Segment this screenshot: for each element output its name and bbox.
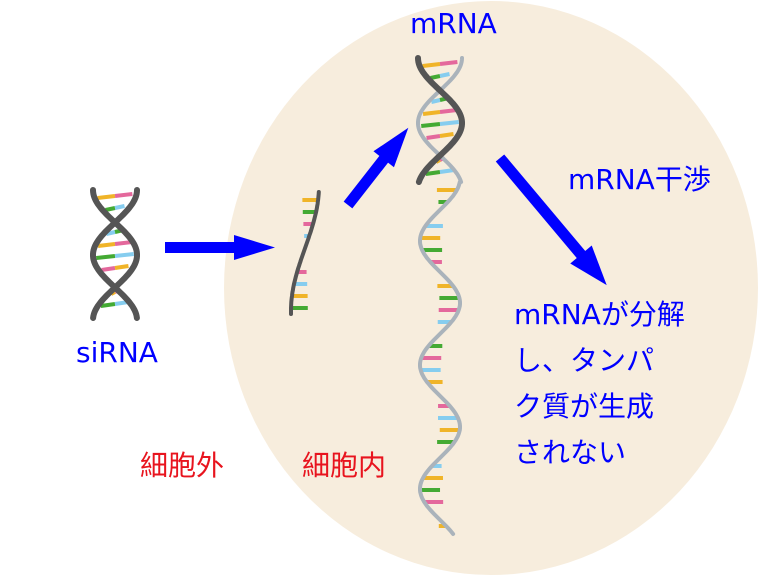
outcome-line: mRNAが分解 [514, 298, 685, 331]
strand [415, 55, 465, 185]
base-pair [421, 122, 441, 128]
base-pair [439, 108, 458, 114]
sirna-single-strand-icon [289, 190, 321, 316]
outcome-text: mRNAが分解 し、タンパ ク質が生成 されない [514, 292, 685, 476]
arrow-sirna-to-cell [165, 235, 275, 260]
base-pair [101, 266, 116, 272]
strand [418, 180, 462, 536]
arrow-mrna-degradation [495, 154, 607, 286]
base-pair [114, 264, 129, 270]
base-pair [439, 132, 454, 138]
base-pair [439, 72, 450, 78]
base-pair [439, 168, 455, 174]
outcome-line: し、タンパ [514, 344, 655, 377]
mrna-helix-icon [415, 55, 465, 536]
mrna-label: mRNA [410, 7, 497, 40]
arrow-to-mrna [343, 127, 409, 209]
strand [289, 190, 321, 316]
base-pair [430, 74, 441, 80]
outcome-line: ク質が生成 [514, 390, 655, 423]
outside-cell-label: 細胞外 [140, 449, 225, 482]
outcome-line: されない [514, 436, 627, 469]
base-pair [96, 254, 116, 260]
sirna-label: siRNA [76, 336, 158, 369]
base-pair [439, 60, 458, 66]
strand [416, 56, 464, 184]
base-pair [100, 302, 116, 308]
base-pair [422, 110, 441, 116]
cell [224, 1, 758, 575]
base-pair [114, 204, 125, 210]
base-pair [105, 206, 116, 212]
base-pair [426, 134, 441, 140]
base-pair [439, 120, 459, 126]
base-pair [114, 240, 133, 246]
base-pair [105, 230, 116, 236]
base-pair [114, 252, 134, 258]
base-pair [422, 62, 441, 68]
base-pair [97, 194, 116, 200]
inside-cell-label: 細胞内 [302, 449, 387, 482]
strand [90, 187, 140, 321]
sirna-helix-icon [90, 187, 140, 321]
base-pair [430, 98, 441, 104]
base-pair [425, 170, 441, 176]
base-pair [97, 242, 116, 248]
interference-label: mRNA干渉 [568, 163, 711, 196]
base-pair [114, 192, 133, 198]
strand [90, 187, 140, 321]
